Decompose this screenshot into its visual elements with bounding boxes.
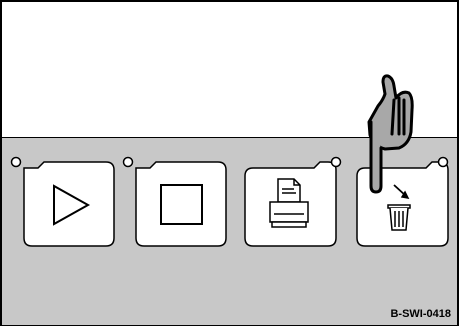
print-indicator-led: [332, 158, 341, 167]
stop-indicator-led: [124, 158, 133, 167]
stop-icon: [161, 185, 202, 224]
figure-reference-label: B-SWI-0418: [390, 308, 451, 320]
stop-button[interactable]: [124, 158, 227, 247]
play-button[interactable]: [12, 158, 115, 247]
panel-drawing: [2, 2, 457, 324]
delete-indicator-led: [439, 158, 448, 167]
play-indicator-led: [12, 158, 21, 167]
print-button[interactable]: [245, 158, 341, 247]
